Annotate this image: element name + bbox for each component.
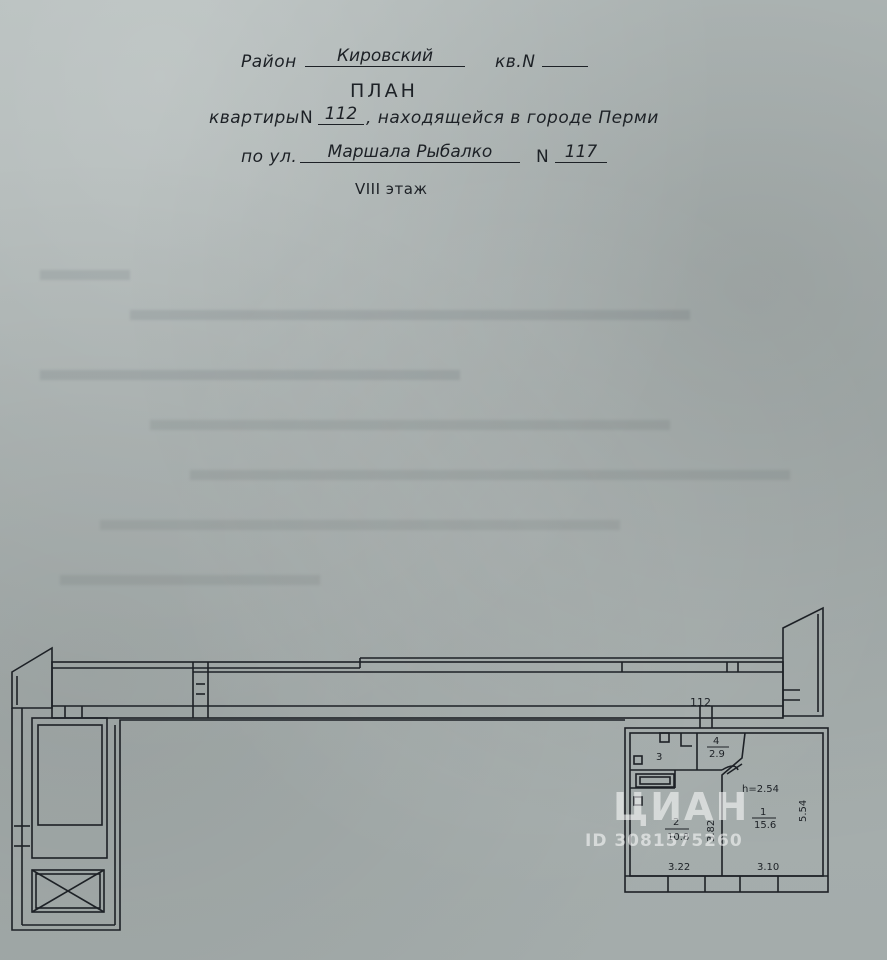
room-3-id: 3 [656, 752, 662, 763]
plan-bathtub [635, 773, 675, 788]
block-label: кв.N [495, 52, 536, 72]
room-2-width-dim: 3.22 [668, 862, 690, 873]
apartment-tag: 112 [690, 696, 711, 709]
watermark-id: ID 3081575260 [585, 831, 743, 851]
floor-label: VIII этаж [355, 180, 428, 198]
plan-apartment-112 [624, 727, 829, 893]
location-text: , находящейся в городе Перми [366, 108, 659, 128]
room-4-area: 2.9 [709, 749, 725, 760]
district-label: Район [241, 52, 297, 72]
room-2-id: 2 [673, 817, 679, 828]
room-1-id: 1 [760, 807, 766, 818]
plan-elevator [31, 869, 105, 913]
plan-building-outline [11, 708, 625, 931]
house-number: 117 [555, 142, 607, 163]
district-value: Кировский [305, 46, 465, 67]
room-4-id: 4 [713, 736, 719, 747]
room-2-length-dim: 3.82 [706, 820, 717, 842]
house-n-label: N [536, 147, 550, 167]
plan-left-wing [11, 646, 53, 709]
floor-plan: 112 h=2.54 1 15.6 2 10.8 3 4 2.9 3.10 5.… [11, 606, 829, 931]
apartment-n-label: N [300, 108, 314, 128]
watermark-brand: ЦИАН [613, 785, 750, 829]
plan-stairwell [31, 717, 108, 859]
block-value [542, 46, 588, 67]
document-title: ПЛАН [350, 80, 418, 102]
ceiling-height: h=2.54 [742, 784, 779, 795]
room-2-area: 10.8 [667, 832, 689, 843]
room-1-width-dim: 3.10 [757, 862, 779, 873]
plan-gallery-outer [51, 661, 784, 719]
apartment-label: квартиры [209, 108, 300, 128]
room-1-length-dim: 5.54 [798, 800, 809, 822]
street-value: Маршала Рыбалко [300, 142, 520, 163]
plan-toilet [659, 732, 670, 743]
watermark: ЦИАН ID 3081575260 [585, 785, 749, 851]
show-through-texture [40, 270, 790, 590]
room-1-area: 15.6 [754, 820, 776, 831]
street-label: по ул. [241, 147, 298, 167]
apartment-number: 112 [318, 104, 364, 125]
